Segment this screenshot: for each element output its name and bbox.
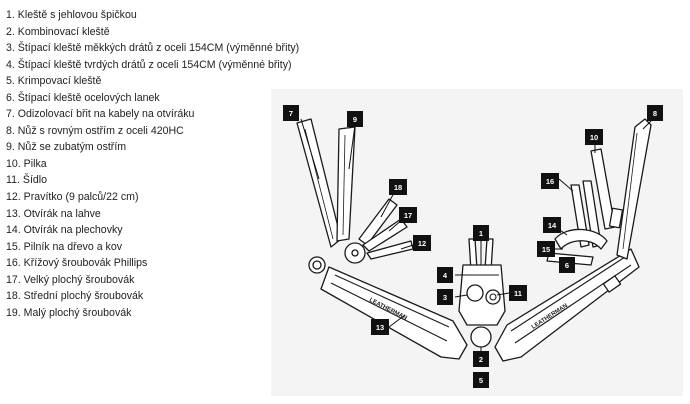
multitool-drawing: LEATHERMAN LEATHERMAN <box>271 89 683 396</box>
svg-text:14: 14 <box>548 221 557 230</box>
feature-item: 2. Kombinovací kleště <box>6 24 299 41</box>
feature-item: 16. Křížový šroubovák Phillips <box>6 255 299 272</box>
svg-text:18: 18 <box>394 183 402 192</box>
center-pliers <box>459 239 505 347</box>
svg-text:1: 1 <box>479 229 483 238</box>
feature-item: 11. Šídlo <box>6 172 299 189</box>
svg-text:8: 8 <box>653 109 657 118</box>
callout-14: 14 <box>543 217 561 233</box>
svg-text:9: 9 <box>353 115 357 124</box>
callout-18: 18 <box>389 179 407 195</box>
callout-2: 2 <box>473 351 489 367</box>
callout-11: 11 <box>509 285 527 301</box>
feature-item: 4. Štípací kleště tvrdých drátů z oceli … <box>6 57 299 74</box>
feature-item: 9. Nůž se zubatým ostřím <box>6 139 299 156</box>
svg-text:13: 13 <box>376 323 384 332</box>
callout-3: 3 <box>437 289 453 305</box>
callout-15: 15 <box>537 241 555 257</box>
feature-item: 13. Otvírák na lahve <box>6 206 299 223</box>
feature-item: 17. Velký plochý šroubovák <box>6 272 299 289</box>
callout-6: 6 <box>559 257 575 273</box>
callout-17: 17 <box>399 207 417 223</box>
feature-item: 8. Nůž s rovným ostřím z oceli 420HC <box>6 123 299 140</box>
svg-text:10: 10 <box>590 133 598 142</box>
feature-item: 19. Malý plochý šroubovák <box>6 305 299 322</box>
svg-text:5: 5 <box>479 376 483 385</box>
svg-text:2: 2 <box>479 355 483 364</box>
callout-4: 4 <box>437 267 453 283</box>
svg-text:7: 7 <box>289 109 293 118</box>
feature-item: 7. Odizolovací břit na kabely na otvírák… <box>6 106 299 123</box>
svg-text:16: 16 <box>546 177 554 186</box>
callout-12: 12 <box>413 235 431 251</box>
callout-13: 13 <box>371 319 389 335</box>
feature-item: 15. Pilník na dřevo a kov <box>6 239 299 256</box>
svg-text:15: 15 <box>542 245 550 254</box>
svg-text:17: 17 <box>404 211 412 220</box>
callout-5: 5 <box>473 372 489 388</box>
feature-item: 14. Otvírák na plechovky <box>6 222 299 239</box>
callout-7: 7 <box>283 105 299 121</box>
multitool-diagram: LEATHERMAN LEATHERMAN <box>271 89 683 396</box>
feature-item: 10. Pilka <box>6 156 299 173</box>
callout-9: 9 <box>347 111 363 127</box>
callout-8: 8 <box>647 105 663 121</box>
feature-item: 12. Pravítko (9 palců/22 cm) <box>6 189 299 206</box>
feature-item: 18. Střední plochý šroubovák <box>6 288 299 305</box>
callout-1: 1 <box>473 225 489 241</box>
feature-item: 6. Štípací kleště ocelových lanek <box>6 90 299 107</box>
callout-16: 16 <box>541 173 559 189</box>
svg-text:6: 6 <box>565 261 569 270</box>
svg-text:12: 12 <box>418 239 426 248</box>
feature-item: 1. Kleště s jehlovou špičkou <box>6 7 299 24</box>
feature-item: 5. Krimpovací kleště <box>6 73 299 90</box>
svg-text:3: 3 <box>443 293 447 302</box>
feature-item: 3. Štípací kleště měkkých drátů z oceli … <box>6 40 299 57</box>
svg-text:11: 11 <box>514 289 522 298</box>
callout-10: 10 <box>585 129 603 145</box>
